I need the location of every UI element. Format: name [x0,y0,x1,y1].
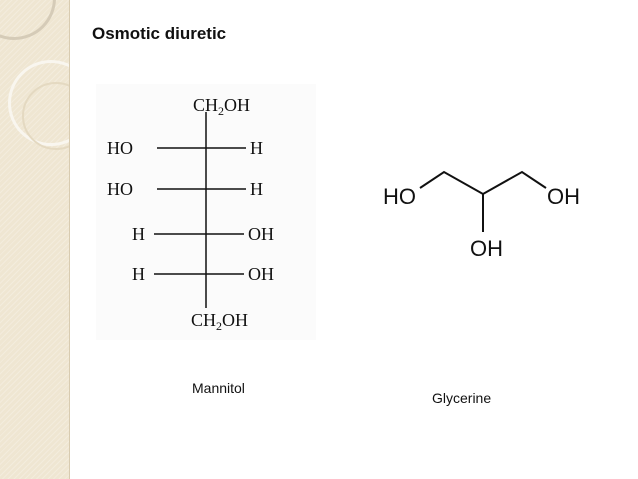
mannitol-row4-right: OH [248,264,274,284]
mannitol-fischer-projection: CH2OH HO H HO H H OH H OH CH2OH [107,95,274,333]
slide-title: Osmotic diuretic [92,24,227,43]
mannitol-caption: Mannitol [192,380,245,396]
slide-sidebar-decoration [0,0,70,479]
glycerine-skeletal-structure: HO OH OH [383,170,580,261]
mannitol-bottom-group: CH2OH [191,310,248,333]
mannitol-row2-right: H [250,179,263,199]
mannitol-row2-left: HO [107,179,133,199]
mannitol-row1-right: H [250,138,263,158]
mannitol-top-group: CH2OH [193,95,250,118]
glycerine-right-hydroxyl: OH [547,184,580,209]
mannitol-row3-left: H [132,224,145,244]
glycerine-bottom-hydroxyl: OH [470,236,503,261]
mannitol-row4-left: H [132,264,145,284]
glycerine-caption: Glycerine [432,390,492,406]
mannitol-row3-right: OH [248,224,274,244]
sidebar-divider [69,0,70,479]
mannitol-row1-left: HO [107,138,133,158]
glycerine-carbon-chain [419,170,547,196]
glycerine-left-hydroxyl: HO [383,184,416,209]
